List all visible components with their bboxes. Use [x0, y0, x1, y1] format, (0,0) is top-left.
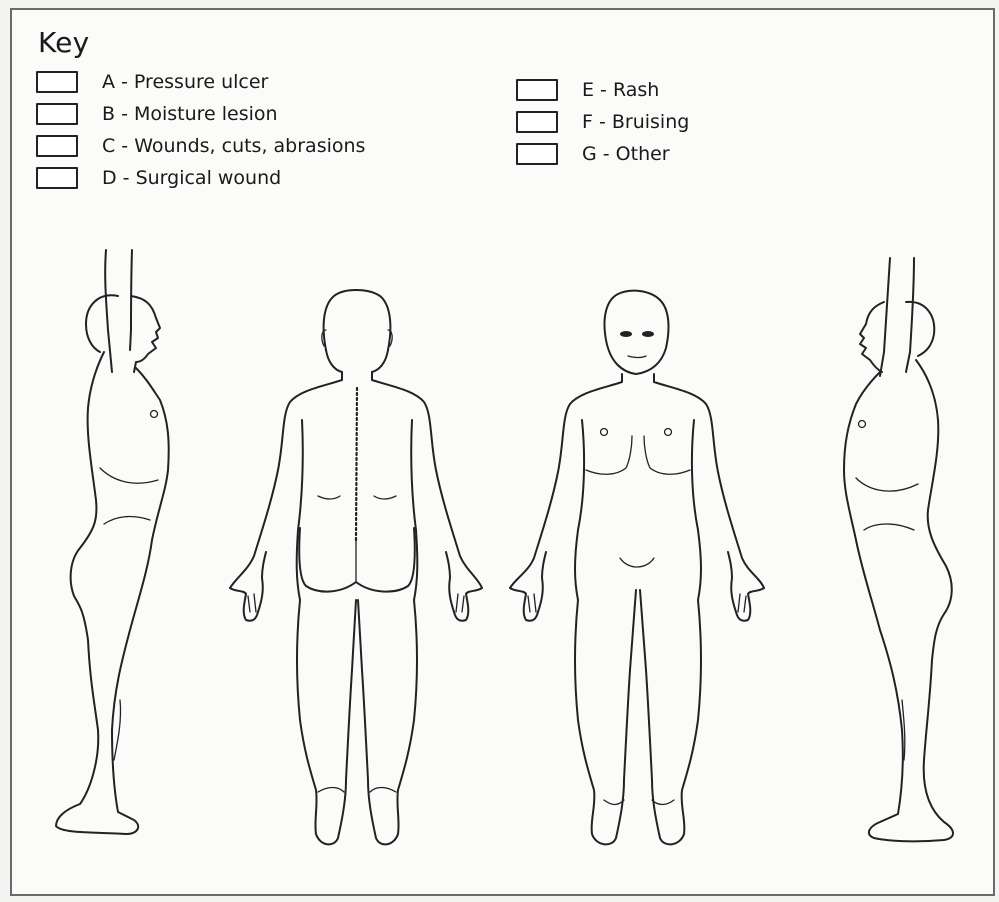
body-figure-front[interactable]: [510, 291, 764, 845]
body-figure-left-side[interactable]: [56, 250, 169, 834]
body-figure-right-side[interactable]: [844, 258, 953, 841]
body-figure-back[interactable]: [230, 290, 482, 844]
